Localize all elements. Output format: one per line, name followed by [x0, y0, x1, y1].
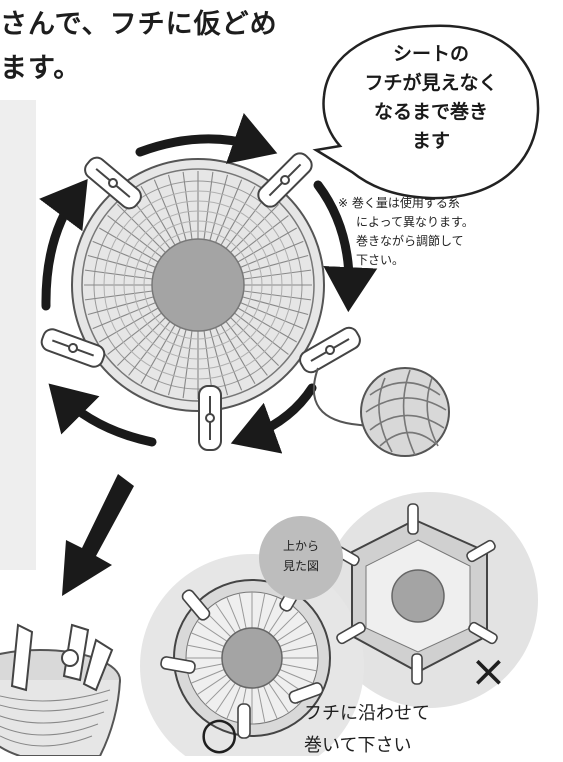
spoke-line — [215, 179, 243, 243]
speech-line: なるまで巻き — [373, 101, 488, 123]
spoke-line — [190, 632, 225, 647]
spoke-line — [272, 610, 300, 638]
speech-bubble-text: シートの フチが見えなく なるまで巻き ます — [350, 40, 512, 156]
spoke-line — [263, 685, 278, 720]
spoke-line — [209, 329, 229, 396]
spoke-line — [220, 185, 256, 246]
spoke-line — [187, 644, 223, 653]
spoke-line — [98, 307, 159, 343]
spoke-line — [240, 240, 304, 268]
speech-line: フチが見えなく — [364, 72, 498, 94]
spoke-line — [226, 685, 241, 720]
spoke-line — [203, 171, 214, 240]
spoke-line — [209, 174, 229, 241]
spoke-line — [140, 185, 176, 246]
spoke-line — [237, 307, 298, 343]
rotation-arrows — [39, 112, 378, 454]
spoke-line — [107, 312, 162, 355]
spoke-line — [281, 663, 317, 672]
spoke-line — [234, 215, 289, 258]
spoke-line — [87, 296, 154, 316]
spoke-line — [279, 669, 314, 684]
usage-note: ※ 巻く量は使用する糸 によって異なります。 巻きながら調節して 下さい。 — [338, 194, 474, 270]
spoke-line — [204, 678, 232, 706]
spoke-line — [215, 327, 243, 391]
instruction-heading-line2: ます。 — [0, 53, 82, 84]
note-line: 下さい。 — [356, 253, 405, 267]
spoke-line — [153, 179, 181, 243]
top-view-line: 見た図 — [282, 559, 319, 573]
good-mark: ○ — [200, 708, 239, 759]
spoke-line — [84, 290, 153, 301]
spoke-line — [257, 687, 266, 723]
spoke-line — [240, 302, 304, 330]
speech-line: シートの — [392, 43, 469, 65]
top-view-bubble — [259, 516, 343, 600]
spoke-line — [153, 327, 181, 391]
comparison-illustrations — [140, 492, 538, 756]
spoke-line — [167, 329, 187, 396]
speech-line: ます — [411, 130, 450, 152]
bad-mark: × — [470, 646, 507, 697]
spoke-line — [87, 254, 154, 274]
clothespins — [40, 152, 361, 451]
yarn-ball — [312, 367, 450, 457]
note-mark: ※ — [338, 196, 349, 210]
spoke-line — [226, 596, 241, 631]
spoke-line — [182, 171, 193, 240]
spoke-line — [214, 602, 236, 634]
note-line: 巻きながら調節して — [356, 234, 464, 248]
spoke-line — [263, 596, 278, 631]
spoke-line — [167, 174, 187, 241]
spoke-line — [238, 593, 247, 629]
spoke-line — [242, 296, 309, 316]
spoke-line — [234, 312, 289, 355]
spoke-line — [242, 254, 309, 274]
spoke-line — [276, 620, 308, 642]
top-view-label: 上から 見た図 — [259, 536, 343, 576]
basket-side-view — [0, 623, 121, 756]
spoke-line — [92, 302, 156, 330]
spoke-line — [281, 644, 317, 653]
spoke-line — [107, 215, 162, 258]
spoke-line — [243, 290, 312, 301]
instruction-heading-line1: さんで、フチに仮どめ — [0, 9, 278, 40]
side-panel — [0, 100, 36, 570]
spoke-line — [196, 674, 228, 696]
spoke-line — [257, 593, 266, 629]
spoke-line — [268, 682, 290, 714]
spoke-line — [243, 269, 312, 280]
down-arrow — [62, 474, 134, 596]
caption-line: 巻いて下さい — [304, 735, 412, 756]
spoke-line — [225, 194, 268, 249]
spoke-line — [214, 682, 236, 714]
spoke-line — [182, 330, 193, 399]
speech-bubble-shape — [312, 24, 540, 200]
spoke-line — [128, 321, 171, 376]
spoke-line — [98, 227, 159, 263]
spoke-line — [117, 317, 166, 366]
spoke-line — [117, 204, 166, 253]
spoke-line — [237, 227, 298, 263]
spoke-line — [190, 669, 225, 684]
top-view-line: 上から — [282, 539, 319, 553]
basket-top-view — [71, 158, 325, 412]
spoke-line — [92, 240, 156, 268]
spoke-line — [225, 321, 268, 376]
note-line: によって異なります。 — [356, 215, 474, 229]
spoke-line — [220, 324, 256, 385]
caption: フチに沿わせて 巻いて下さい — [304, 698, 430, 762]
spoke-line — [196, 620, 228, 642]
spoke-line — [230, 204, 279, 253]
caption-line: フチに沿わせて — [304, 703, 430, 724]
spoke-line — [230, 317, 279, 366]
spoke-line — [140, 324, 176, 385]
spoke-line — [84, 269, 153, 280]
note-line: 巻く量は使用する糸 — [351, 196, 460, 210]
spoke-line — [279, 632, 314, 647]
